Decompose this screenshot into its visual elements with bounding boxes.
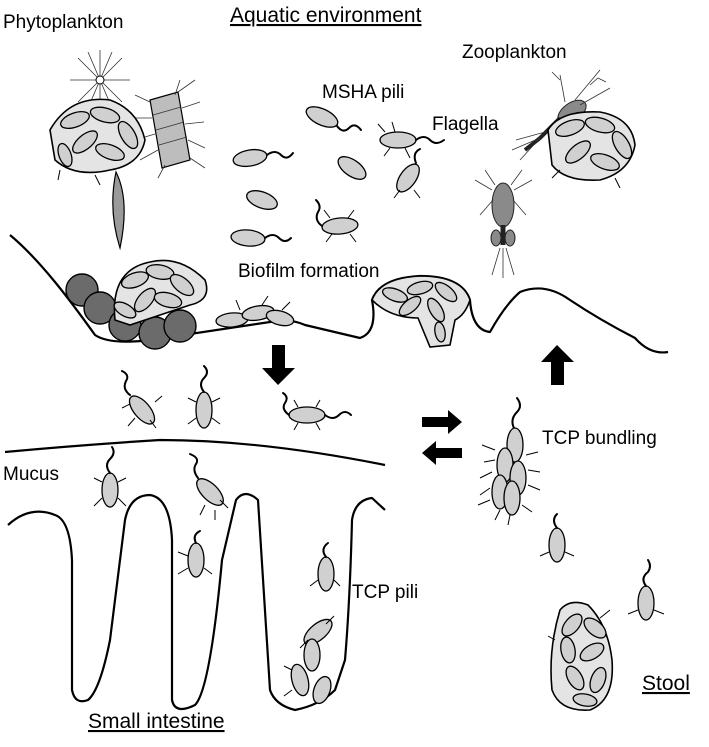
vibrio-cell: [315, 199, 359, 243]
vibrio-cell: [246, 190, 278, 210]
vibrio-cell: [232, 148, 294, 168]
vibrio-cell: [312, 675, 332, 705]
label-tcp-pili: TCP pili: [352, 582, 418, 603]
transit-cells: [121, 365, 352, 431]
label-flagella: Flagella: [432, 114, 499, 135]
vibrio-cell: [93, 446, 127, 508]
vibrio-cell: [299, 615, 335, 649]
vibrio-cell: [121, 370, 163, 429]
pennate-diatom: [112, 170, 125, 251]
label-zooplankton: Zooplankton: [462, 42, 567, 63]
copepod-lower: [474, 169, 533, 278]
arrow-left: [422, 441, 462, 465]
aquatic-free-cells: [230, 106, 445, 247]
stool-cluster: [547, 601, 614, 711]
vibrio-cell: [627, 559, 665, 621]
label-biofilm-formation: Biofilm formation: [238, 261, 380, 282]
label-mucus: Mucus: [3, 464, 59, 485]
vibrio-cell: [177, 530, 213, 578]
label-msha-pili: MSHA pili: [322, 82, 404, 103]
vibrio-cell: [187, 365, 221, 429]
phytoplankton-cluster: [49, 98, 146, 186]
small-intestine-villi: [7, 492, 386, 712]
flat-biofilm: [215, 295, 295, 328]
arrow-down: [262, 345, 295, 385]
star-diatom: [70, 50, 130, 110]
biofilm-particle-cells: [113, 264, 195, 319]
label-small-intestine: Small intestine: [88, 710, 225, 733]
vibrio-cell: [303, 638, 321, 672]
label-tcp-bundling: TCP bundling: [542, 428, 657, 449]
biofilm-mushroom-cells: [381, 280, 458, 343]
vibrio-cell: [337, 156, 367, 180]
vibrio-cell: [230, 229, 292, 247]
vibrio-cell: [283, 663, 310, 697]
zooplankton-cluster: [547, 111, 636, 189]
vibrio-cell: [539, 513, 575, 563]
label-aquatic-environment: Aquatic environment: [230, 4, 422, 27]
arrow-up: [541, 345, 574, 385]
vibrio-cell: [189, 453, 229, 520]
vibrio-cell: [305, 106, 362, 132]
arrow-right: [422, 410, 462, 434]
chain-diatom: [132, 79, 206, 179]
vibrio-cell: [377, 121, 445, 159]
label-stool: Stool: [642, 672, 690, 695]
vibrio-cell: [309, 542, 341, 592]
mucus-line: [4, 438, 386, 467]
aquatic-floor-line: [9, 234, 669, 354]
stool-cells: [539, 513, 665, 621]
vibrio-cell: [393, 148, 421, 199]
tcp-bundle-aggregate: [477, 397, 541, 526]
label-phytoplankton: Phytoplankton: [3, 12, 123, 33]
intestine-cells: [93, 446, 341, 705]
vibrio-cell: [282, 392, 352, 431]
